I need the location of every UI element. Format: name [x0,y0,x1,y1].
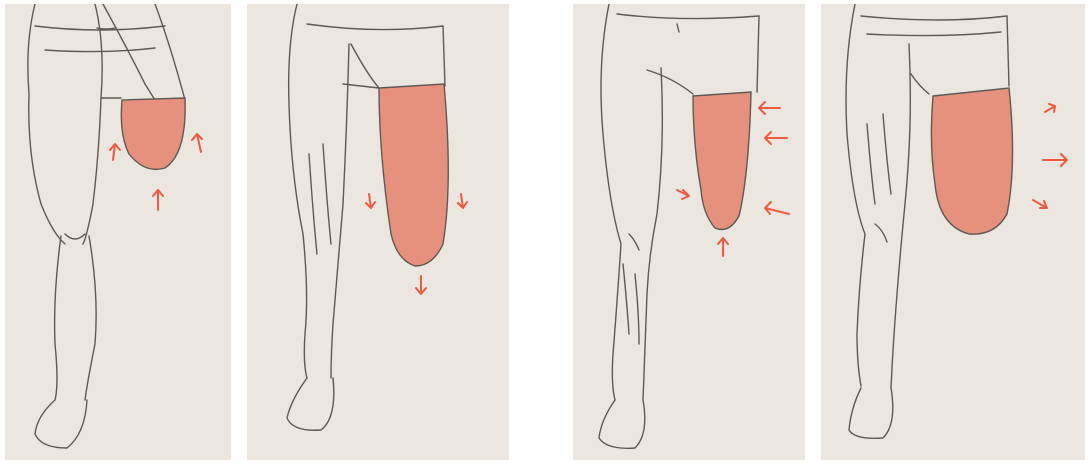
sketch-panel-3 [573,4,805,460]
sketch-panel-2 [247,4,509,460]
residual-limb-shading [931,88,1012,234]
paper-background [573,4,805,460]
paper-background [247,4,509,460]
panel-4-drawing [821,4,1085,460]
sketch-panel-1 [5,4,231,460]
panel-3-drawing [573,4,805,460]
panel-2-drawing [247,4,509,460]
sketch-panel-4 [821,4,1085,460]
paper-background [5,4,231,460]
panel-1-drawing [5,4,231,460]
paper-background [821,4,1085,460]
